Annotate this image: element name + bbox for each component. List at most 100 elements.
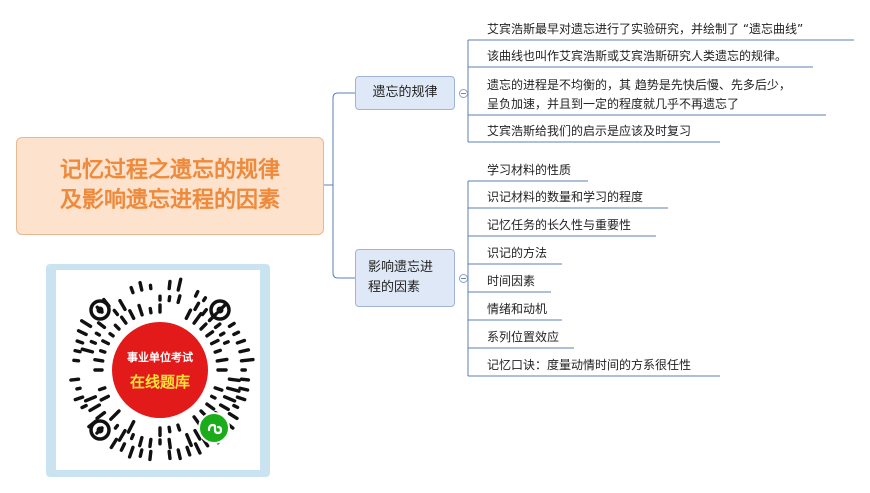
code-dash — [113, 323, 121, 331]
leaf-topic[interactable]: 遗忘的进程是不均衡的，其 趋势是先快后慢、先多后少， 呈负加速，并且到一定的程度… — [487, 76, 791, 114]
collapse-toggle-icon[interactable] — [459, 89, 468, 98]
code-dash — [193, 442, 202, 455]
code-dash — [218, 403, 230, 412]
code-dash — [167, 437, 172, 450]
code-dash — [98, 349, 107, 354]
code-dash — [129, 432, 135, 441]
code-dash — [176, 277, 183, 292]
leaf-topic[interactable]: 学习材料的性质 — [487, 163, 572, 177]
code-dash — [167, 449, 172, 461]
code-dash — [227, 377, 241, 383]
collapse-toggle-icon[interactable] — [459, 274, 468, 283]
code-dash — [138, 448, 144, 459]
code-dash — [93, 357, 105, 363]
code-dash — [148, 306, 153, 315]
code-dash — [167, 294, 172, 303]
code-dash — [69, 377, 81, 382]
code-dash — [235, 395, 247, 402]
code-dash — [213, 348, 222, 354]
code-dash — [119, 442, 127, 452]
branch-label: 遗忘的规律 — [372, 85, 438, 100]
code-dash — [127, 445, 135, 459]
code-finder-dot — [96, 426, 104, 434]
code-dash — [193, 301, 201, 312]
branch-label-line-1: 影响遗忘进 — [368, 260, 434, 275]
code-dash — [80, 319, 93, 329]
code-dash — [112, 308, 120, 317]
code-dash — [239, 357, 255, 363]
code-dash — [176, 448, 182, 461]
code-dash — [227, 321, 236, 329]
code-dash — [95, 410, 107, 420]
code-dash — [113, 423, 120, 430]
code-dash — [109, 409, 121, 421]
code-dash — [148, 449, 153, 462]
code-dash — [225, 386, 241, 393]
central-topic[interactable]: 记忆过程之遗忘的规律 及影响遗忘进程的因素 — [16, 137, 324, 235]
leaf-topic[interactable]: 识记的方法 — [487, 246, 548, 260]
code-dash — [238, 348, 251, 354]
code-dash — [128, 309, 136, 321]
code-dash — [205, 330, 215, 338]
code-dash — [167, 279, 172, 291]
code-dash — [185, 432, 193, 448]
code-dash — [209, 394, 217, 400]
code-dash — [193, 428, 202, 441]
code-dash — [222, 395, 237, 403]
leaf-topic[interactable]: 艾宾浩斯给我们的启示是应该及时复习 — [487, 124, 692, 138]
code-dash — [96, 321, 107, 330]
leaf-topic[interactable]: 该曲线也叫作艾宾浩斯或艾宾浩斯研究人类遗忘的规律。 — [487, 49, 788, 63]
leaf-topic-line-1: 遗忘的进程是不均衡的，其 趋势是先快后慢、先多后少， — [487, 78, 791, 92]
code-dash — [199, 322, 208, 331]
code-dash — [75, 339, 85, 345]
code-dash — [80, 347, 95, 354]
code-dash — [232, 403, 240, 410]
code-dash — [200, 307, 208, 317]
code-dash — [88, 403, 102, 413]
code-dash — [176, 294, 182, 305]
code-dash — [167, 425, 172, 434]
leaf-topic[interactable]: 记忆任务的长久性与重要性 — [487, 218, 632, 232]
badge-subtitle: 事业单位考试 — [127, 350, 193, 364]
code-dash — [185, 445, 192, 457]
code-dash — [138, 280, 144, 292]
leaf-topic[interactable]: 情绪和动机 — [487, 302, 548, 316]
leaf-topic[interactable]: 识记材料的数量和学习的程度 — [487, 190, 644, 204]
leaf-topic[interactable]: 系列位置效应 — [487, 330, 560, 344]
code-finder-eye — [89, 299, 111, 321]
code-finder-dot — [96, 306, 104, 314]
leaf-topic[interactable]: 时间因素 — [487, 274, 536, 288]
code-dash — [75, 386, 82, 391]
code-dash — [222, 340, 230, 345]
leaf-topic[interactable]: 记忆口诀：度量动情时间的方系很任性 — [487, 358, 692, 372]
mini-program-icon — [198, 412, 230, 444]
code-dash — [215, 357, 229, 363]
code-dash — [101, 339, 111, 346]
code-dash — [227, 411, 239, 421]
code-dash — [72, 358, 81, 363]
code-dash — [117, 428, 127, 442]
code-dash — [83, 395, 98, 403]
leaf-topic[interactable]: 艾宾浩斯最早对遗忘进行了实验研究，并绘制了 “遗忘曲线” — [487, 22, 804, 36]
code-dash — [129, 285, 135, 295]
code-dash — [209, 338, 220, 346]
code-dash — [239, 377, 251, 382]
code-dash — [192, 311, 203, 325]
code-dash — [137, 303, 144, 317]
code-dash — [218, 331, 226, 337]
connector-root-branch-1 — [322, 92, 355, 186]
code-dash — [126, 419, 136, 434]
code-dash — [213, 322, 222, 330]
code-dash — [201, 296, 208, 303]
connector-root-branch-2 — [332, 185, 355, 279]
code-dash — [76, 329, 88, 337]
branch-forgetting-factors[interactable]: 影响遗忘进 程的因素 — [355, 249, 455, 307]
code-finder-eye — [89, 419, 111, 441]
code-dash — [205, 402, 216, 411]
code-dash — [238, 386, 250, 392]
code-finder-dot — [216, 306, 224, 314]
code-dash — [109, 437, 119, 450]
branch-forgetting-law[interactable]: 遗忘的规律 — [355, 76, 455, 110]
central-topic-line-2: 及影响遗忘进程的因素 — [59, 188, 280, 213]
